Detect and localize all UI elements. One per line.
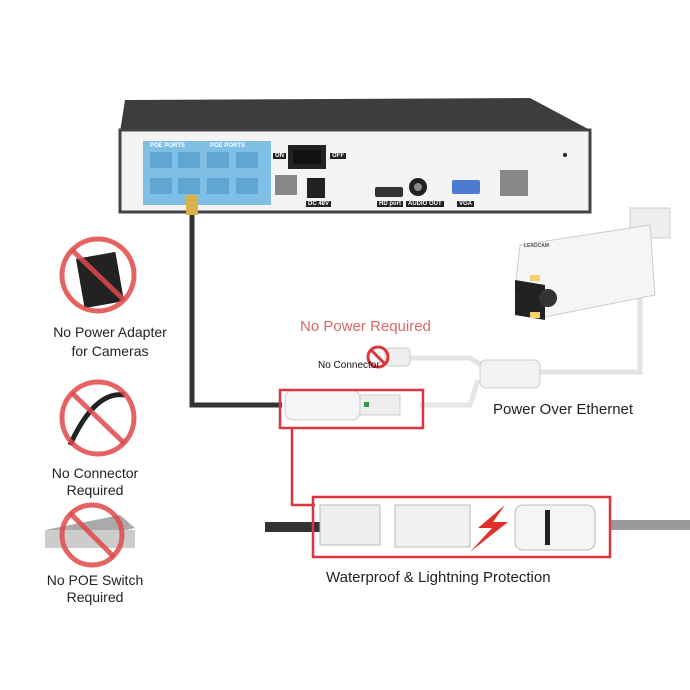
- camera-brand: LEADCAM: [524, 243, 549, 249]
- poe-label: Power Over Ethernet: [493, 401, 634, 418]
- power-adapter-crossed: [59, 236, 137, 314]
- audio-label: AUDIO OUT: [406, 201, 444, 207]
- no-adapter-label: No Power Adapter for Cameras: [53, 324, 167, 359]
- vga-port: [452, 180, 480, 194]
- vga-label: VGA: [457, 201, 475, 207]
- usb-ports: [500, 170, 528, 196]
- off-label: OFF: [330, 153, 346, 159]
- dc-label: DC 48V: [306, 201, 332, 207]
- no-connector-small: No Connector: [318, 360, 380, 371]
- no-switch-label: No POE Switch Required: [46, 572, 144, 605]
- prohibited-icon: [366, 345, 390, 369]
- hdmi-port: [375, 187, 403, 197]
- hd-label: HD port: [377, 201, 403, 207]
- network-cable: [189, 205, 282, 408]
- poe-ports-block: [143, 141, 271, 205]
- bullet-camera: [514, 207, 671, 320]
- lightning-icon: [470, 505, 508, 552]
- no-power-required-title: No Power Required: [300, 318, 431, 335]
- poe-ports-label: POE PORTS: [208, 143, 248, 149]
- rj45-plug: [186, 195, 198, 215]
- lan-port: [275, 175, 297, 195]
- nvr-recorder: [118, 98, 592, 214]
- dc-jack: [307, 178, 325, 198]
- waterproof-label: Waterproof & Lightning Protection: [326, 569, 551, 586]
- connector-highlight: [278, 388, 425, 430]
- waterproof-highlight: [311, 495, 612, 559]
- poe-ports-label: POE PORTS: [148, 143, 188, 149]
- no-connector-label: No Connector Required: [51, 465, 139, 498]
- connector-crossed: [59, 379, 137, 457]
- splitter: [479, 359, 541, 389]
- on-label: ON: [273, 153, 286, 159]
- poe-switch-crossed: [45, 502, 135, 568]
